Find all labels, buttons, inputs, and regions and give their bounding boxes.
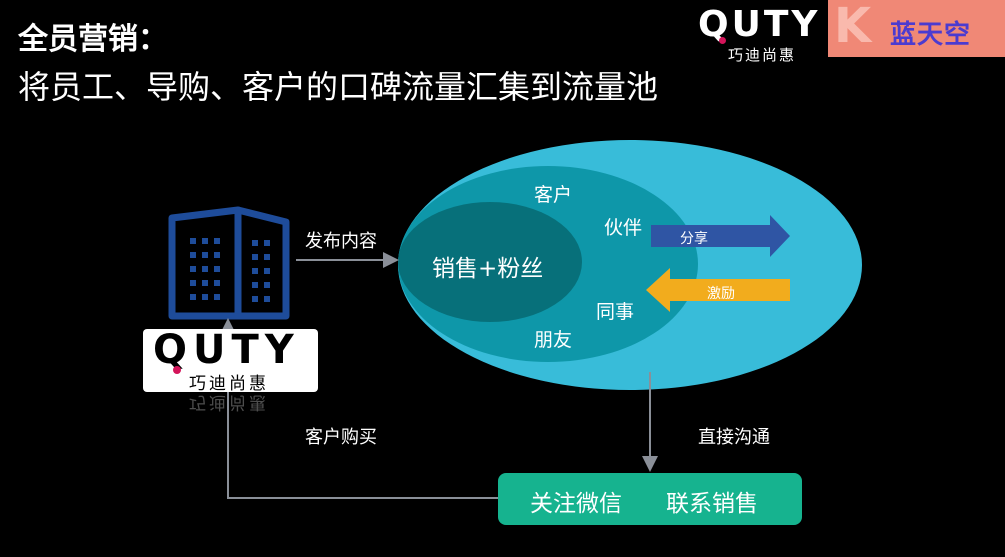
purchase-label: 客户购买 [305,427,377,448]
logo-subtitle: 巧迪尚惠 [189,374,269,394]
label-friend: 朋友 [534,329,573,351]
watermark-letter: K [834,0,872,54]
logo-dot [173,366,181,374]
building-icon [168,206,290,320]
cta-box: 关注微信 联系销售 [498,473,802,525]
brand-wordmark: QUTY [698,4,821,45]
brand-logo: QUTY 巧迪尚惠 [698,4,823,64]
logo-reflection-text: 巧迪尚惠 [189,392,269,412]
label-customer: 客户 [534,184,573,206]
direct-label: 直接沟通 [698,427,770,448]
follow-wechat-text: 关注微信 [530,491,622,517]
watermark-badge: K 蓝天空 [828,0,1005,57]
incentive-label: 激励 [707,286,735,302]
label-colleague: 同事 [596,301,635,323]
contact-sales-text: 联系销售 [666,491,758,517]
logo-reflection: 巧迪尚惠 [143,392,318,420]
core-ellipse [398,202,582,322]
brand-dot [719,37,726,44]
logo-wordmark: QUTY [153,327,300,373]
inner-circle-label: 销售+粉丝 [432,256,544,282]
label-partner: 伙伴 [604,217,643,239]
page-title: 全员营销： [18,22,168,57]
page-subtitle: 将员工、导购、客户的口碑流量汇集到流量池 [18,68,659,106]
company-logo-card: QUTY 巧迪尚惠 [143,327,318,394]
incentive-arrow [646,268,790,312]
watermark-text: 蓝天空 [890,20,972,50]
brand-subtitle: 巧迪尚惠 [728,46,797,64]
share-label: 分享 [680,231,708,247]
publish-label: 发布内容 [305,231,377,252]
share-arrow [651,215,790,257]
